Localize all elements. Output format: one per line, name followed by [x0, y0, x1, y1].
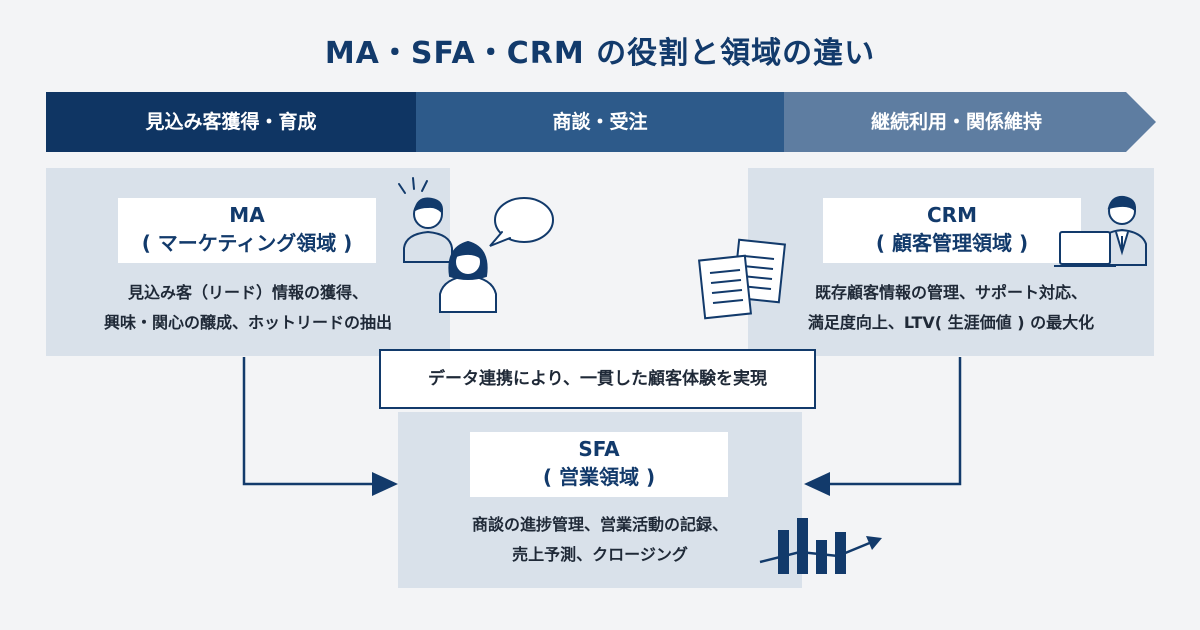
people-talking-icon — [398, 177, 554, 313]
phase-segment-1 — [46, 92, 416, 152]
crm-title: CRM — [927, 203, 977, 227]
bar-chart-growth-icon — [759, 518, 882, 574]
data-link-banner: データ連携により、一貫した顧客体験を実現 — [379, 349, 816, 409]
ma-subtitle: ( マーケティング領域 ) — [141, 231, 353, 255]
phase-label-2: 商談・受注 — [552, 111, 648, 133]
phase-bar: 見込み客獲得・育成 商談・受注 継続利用・関係維持 — [46, 92, 1156, 152]
sfa-desc-line-1: 商談の進捗管理、営業活動の記録、 — [471, 515, 728, 534]
crm-subtitle: ( 顧客管理領域 ) — [875, 231, 1029, 255]
phase-label-3: 継続利用・関係維持 — [870, 111, 1042, 133]
page-title: MA・SFA・CRM の役割と領域の違い — [324, 36, 876, 71]
phase-label-1: 見込み客獲得・育成 — [145, 111, 317, 133]
crm-to-sfa-arrow-icon — [804, 357, 962, 496]
ma-title: MA — [229, 203, 265, 227]
sfa-subtitle: ( 営業領域 ) — [542, 465, 656, 489]
documents-icon — [697, 238, 787, 320]
crm-description: 既存顧客情報の管理、サポート対応、 満足度向上、LTV( 生涯価値 ) の最大化 — [748, 278, 1154, 338]
ma-description: 見込み客（リード）情報の獲得、 興味・関心の醸成、ホットリードの抽出 — [46, 278, 450, 338]
sfa-title-box: SFA ( 営業領域 ) — [470, 432, 728, 497]
crm-title-box: CRM ( 顧客管理領域 ) — [823, 198, 1081, 263]
ma-title-box: MA ( マーケティング領域 ) — [118, 198, 376, 263]
sfa-desc-line-2: 売上予測、クロージング — [512, 545, 688, 564]
businessman-laptop-icon — [1054, 195, 1147, 267]
sfa-title: SFA — [578, 437, 620, 461]
sfa-description: 商談の進捗管理、営業活動の記録、 売上予測、クロージング — [398, 510, 802, 570]
crm-desc-line-2: 満足度向上、LTV( 生涯価値 ) の最大化 — [807, 313, 1095, 332]
ma-desc-line-2: 興味・関心の醸成、ホットリードの抽出 — [103, 313, 392, 332]
sfa-panel: SFA ( 営業領域 ) 商談の進捗管理、営業活動の記録、 売上予測、クロージン… — [398, 412, 802, 588]
phase-bar-shape — [46, 92, 1156, 152]
ma-desc-line-1: 見込み客（リード）情報の獲得、 — [127, 283, 368, 302]
phase-segment-2 — [416, 92, 784, 152]
ma-to-sfa-arrow-icon — [242, 357, 398, 496]
crm-desc-line-1: 既存顧客情報の管理、サポート対応、 — [814, 283, 1087, 302]
phase-segment-3 — [784, 92, 1156, 152]
ma-panel: MA ( マーケティング領域 ) 見込み客（リード）情報の獲得、 興味・関心の醸… — [46, 168, 450, 356]
